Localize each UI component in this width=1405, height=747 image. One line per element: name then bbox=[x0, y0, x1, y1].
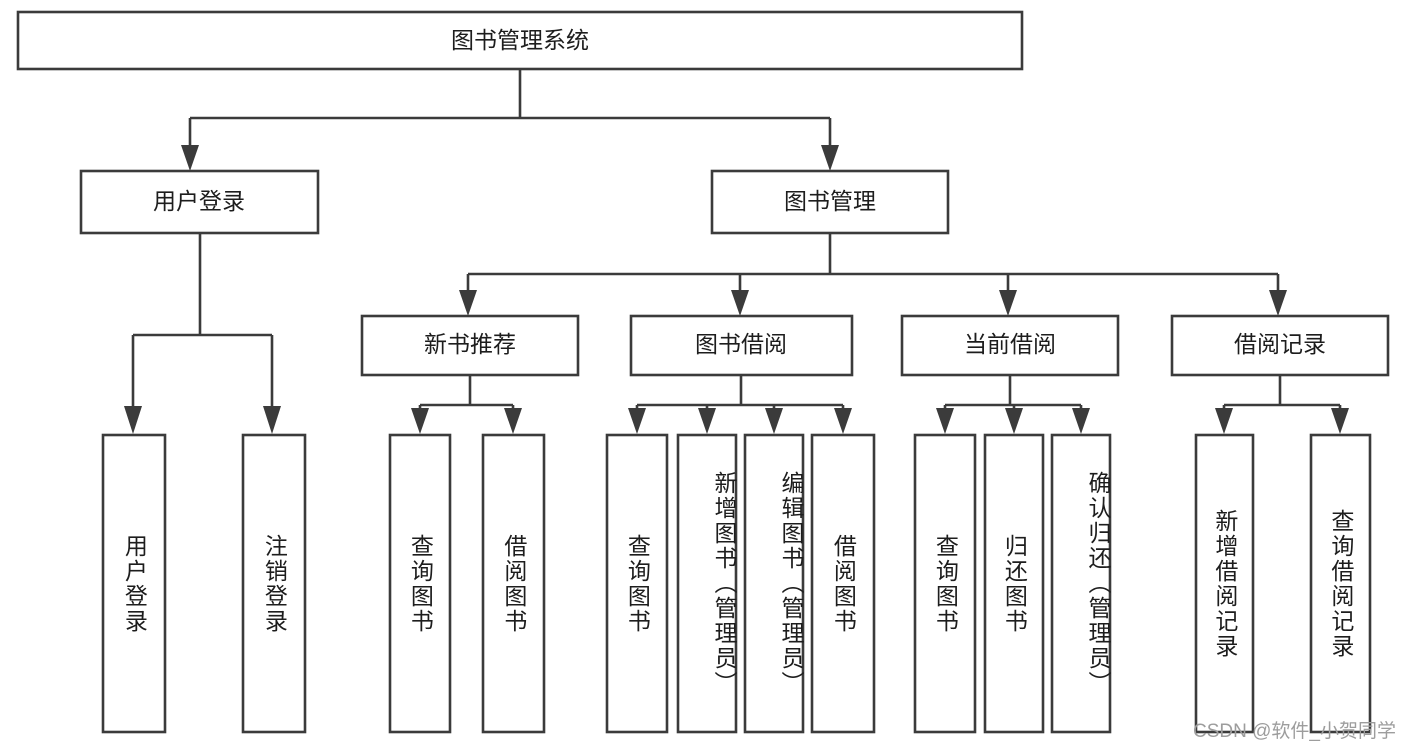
node-box-leaf-query-book-recommend[interactable] bbox=[388, 433, 452, 734]
connector-group-book-borrow bbox=[628, 375, 852, 434]
node-box-leaf-query-borrow-record[interactable] bbox=[1309, 433, 1372, 734]
arrow-head-leaf-query-book-recommend bbox=[411, 408, 429, 434]
arrow-head-leaf-edit-book bbox=[765, 408, 783, 434]
node-box-leaf-user-login[interactable] bbox=[101, 433, 167, 734]
node-box-leaf-add-borrow-record[interactable] bbox=[1194, 433, 1255, 734]
arrow-head-current-borrow bbox=[999, 290, 1017, 316]
node-box-leaf-edit-book[interactable] bbox=[743, 433, 805, 734]
arrow-head-leaf-query-borrow-record bbox=[1331, 408, 1349, 434]
arrow-head-leaf-add-book bbox=[698, 408, 716, 434]
arrow-head-borrow-record bbox=[1269, 290, 1287, 316]
node-box-book-borrow[interactable] bbox=[629, 314, 854, 377]
node-box-new-book-recommend[interactable] bbox=[360, 314, 580, 377]
node-box-root[interactable] bbox=[16, 10, 1024, 71]
node-box-current-borrow[interactable] bbox=[900, 314, 1120, 377]
node-book-borrow[interactable]: 图书借阅 bbox=[629, 314, 854, 377]
node-book-management[interactable]: 图书管理 bbox=[710, 169, 950, 235]
node-label-user-login: 用户登录 bbox=[153, 188, 245, 214]
node-label-current-borrow: 当前借阅 bbox=[964, 331, 1056, 357]
arrow-head-leaf-query-book-borrow bbox=[628, 408, 646, 434]
node-label-root: 图书管理系统 bbox=[451, 27, 589, 53]
connector-group-user-login bbox=[124, 233, 281, 434]
arrow-head-user-login bbox=[181, 145, 199, 171]
node-box-leaf-borrow-book[interactable] bbox=[810, 433, 876, 734]
node-box-leaf-logout[interactable] bbox=[241, 433, 307, 734]
arrow-head-leaf-confirm-return bbox=[1072, 408, 1090, 434]
arrow-head-leaf-borrow-book bbox=[834, 408, 852, 434]
node-root[interactable]: 图书管理系统 bbox=[16, 10, 1024, 71]
connector-group-current-borrow bbox=[936, 375, 1090, 434]
node-box-user-login[interactable] bbox=[79, 169, 320, 235]
connector-group-book-management bbox=[459, 233, 1287, 316]
arrow-head-leaf-logout bbox=[263, 406, 281, 434]
node-box-leaf-query-book-borrow[interactable] bbox=[605, 433, 669, 734]
node-box-leaf-query-book-current[interactable] bbox=[913, 433, 977, 734]
arrow-head-book-borrow bbox=[731, 290, 749, 316]
node-label-borrow-record: 借阅记录 bbox=[1234, 331, 1326, 357]
node-label-new-book-recommend: 新书推荐 bbox=[424, 331, 516, 357]
node-box-leaf-borrow-book-recommend[interactable] bbox=[481, 433, 546, 734]
csdn-watermark: CSDN @软件_小贺同学 bbox=[1193, 721, 1396, 742]
node-current-borrow[interactable]: 当前借阅 bbox=[900, 314, 1120, 377]
node-box-borrow-record[interactable] bbox=[1170, 314, 1390, 377]
node-box-leaf-add-book[interactable] bbox=[676, 433, 738, 734]
arrow-head-leaf-user-login bbox=[124, 406, 142, 434]
arrow-head-leaf-borrow-book-recommend bbox=[504, 408, 522, 434]
leaf-node-group bbox=[101, 433, 1372, 734]
connector-group-borrow-record bbox=[1215, 375, 1349, 434]
node-new-book-recommend[interactable]: 新书推荐 bbox=[360, 314, 580, 377]
arrow-head-leaf-return-book bbox=[1005, 408, 1023, 434]
connector-group-root bbox=[181, 69, 839, 171]
node-box-leaf-confirm-return[interactable] bbox=[1050, 433, 1112, 734]
node-label-book-borrow: 图书借阅 bbox=[695, 331, 787, 357]
node-box-book-management[interactable] bbox=[710, 169, 950, 235]
node-borrow-record[interactable]: 借阅记录 bbox=[1170, 314, 1390, 377]
arrow-head-book-management bbox=[821, 145, 839, 171]
node-box-leaf-return-book[interactable] bbox=[983, 433, 1045, 734]
arrow-head-new-book-recommend bbox=[459, 290, 477, 316]
node-user-login[interactable]: 用户登录 bbox=[79, 169, 320, 235]
node-label-book-management: 图书管理 bbox=[784, 188, 876, 214]
connector-group-new-book-recommend bbox=[411, 375, 522, 434]
arrow-head-leaf-query-book-current bbox=[936, 408, 954, 434]
arrow-head-leaf-add-borrow-record bbox=[1215, 408, 1233, 434]
